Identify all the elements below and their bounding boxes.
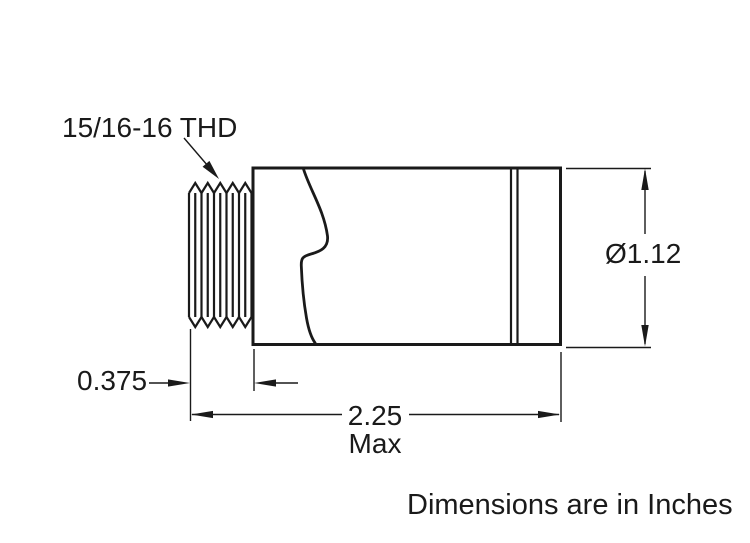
arrowhead-dia-up [641,168,649,190]
threaded-section [187,180,254,330]
arrowhead-thread-leader [202,160,219,179]
arrowhead-thread-length-left [168,379,190,387]
arrowhead-thread-length-right [254,379,276,387]
thread-length-dimension-label: 0.375 [77,365,148,396]
diameter-dimension-label: Ø1.12 [605,238,682,269]
dimension-lines [149,137,651,422]
thread-crest-bottom [188,314,254,330]
arrowheads [168,160,649,419]
arrowhead-dia-down [641,325,649,347]
part-geometry [187,166,562,346]
units-note: Dimensions are in Inches [407,489,733,521]
arrowhead-overall-left [191,410,213,419]
thread-callout-label: 15/16-16 THD [62,112,238,143]
overall-length-qualifier-label: Max [348,428,402,459]
overall-length-dimension-label: 2.25 [347,400,403,431]
body-outline [251,166,562,346]
thread-crest-top [188,180,254,196]
body-contour-curve [299,168,329,345]
arrowhead-overall-right [538,410,560,419]
leader-line-thread-callout [183,137,209,167]
